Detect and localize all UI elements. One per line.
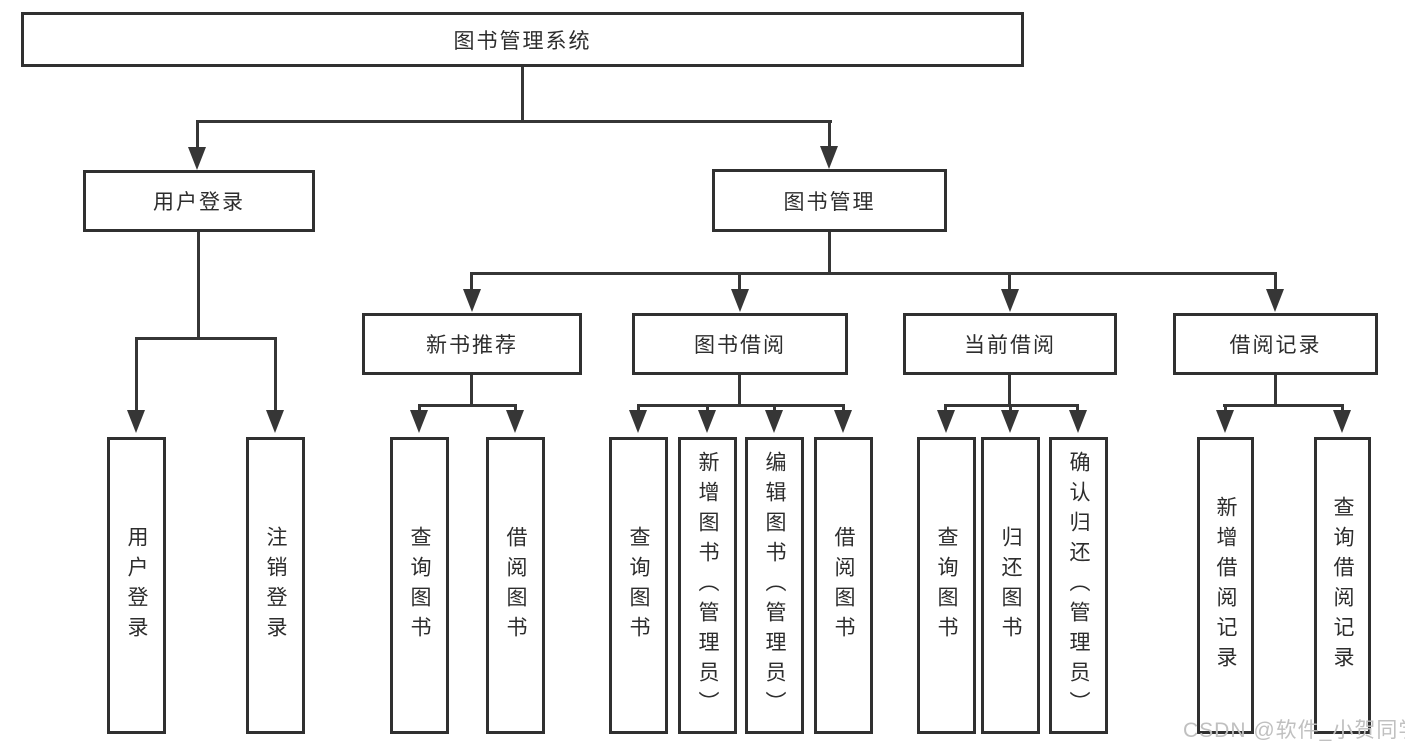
connector-drop-leaf (1224, 407, 1227, 412)
leaf-label: 新增图书（管理员） (696, 450, 719, 721)
leaf-borrow-books-recommend: 借阅图书 (486, 437, 545, 734)
connector-drop-leaf (1076, 407, 1079, 412)
node-label: 图书借阅 (694, 334, 786, 357)
connector-drop-leaf (1009, 407, 1012, 412)
leaf-label: 编辑图书（管理员） (763, 450, 786, 721)
arrow-down-icon (1069, 410, 1087, 433)
node-label: 当前借阅 (964, 334, 1056, 357)
connector-drop-borrow-records (1274, 275, 1277, 289)
connector-drop-user-login (196, 123, 199, 147)
arrow-down-icon (410, 410, 428, 433)
arrow-down-icon (1001, 289, 1019, 312)
node-label: 图书管理 (783, 190, 876, 214)
connector-drop-leaf (944, 407, 947, 412)
connector-root-split (196, 120, 832, 123)
connector-user-login-split (135, 337, 277, 340)
connector-book-borrow-stem (738, 375, 741, 407)
node-book-management: 图书管理 (712, 169, 947, 232)
connector-drop-leaf (274, 340, 277, 410)
arrow-down-icon (765, 410, 783, 433)
leaf-return-books: 归还图书 (981, 437, 1040, 734)
connector-drop-leaf (418, 407, 421, 412)
arrow-down-icon (820, 146, 838, 169)
connector-book-management-stem (828, 232, 831, 272)
leaf-user-login: 用户登录 (107, 437, 166, 734)
leaf-label: 查询借阅记录 (1331, 495, 1354, 676)
leaf-label: 查询图书 (935, 525, 958, 646)
leaf-borrow-books: 借阅图书 (814, 437, 873, 734)
connector-book-management-split (470, 272, 1277, 275)
node-book-borrow: 图书借阅 (632, 313, 848, 375)
connector-drop-current-borrow (1008, 275, 1011, 289)
leaf-label: 确认归还（管理员） (1067, 450, 1090, 721)
leaf-logout-login: 注销登录 (246, 437, 305, 734)
leaf-label: 用户登录 (125, 525, 148, 646)
arrow-down-icon (127, 410, 145, 433)
arrow-down-icon (1001, 410, 1019, 433)
connector-book-borrow-split (637, 404, 845, 407)
arrow-down-icon (266, 410, 284, 433)
connector-new-books-split (418, 404, 517, 407)
connector-current-borrow-split (944, 404, 1079, 407)
connector-drop-leaf (773, 407, 776, 412)
arrow-down-icon (698, 410, 716, 433)
leaf-label: 注销登录 (264, 525, 287, 646)
connector-drop-leaf (135, 340, 138, 410)
arrow-down-icon (1266, 289, 1284, 312)
node-label: 用户登录 (153, 191, 245, 214)
leaf-label: 借阅图书 (832, 525, 855, 646)
leaf-query-books-current: 查询图书 (917, 437, 976, 734)
node-label: 图书管理系统 (453, 29, 592, 53)
connector-borrow-records-split (1223, 404, 1344, 407)
arrow-down-icon (1333, 410, 1351, 433)
leaf-add-borrow-record: 新增借阅记录 (1197, 437, 1254, 734)
arrow-down-icon (731, 289, 749, 312)
watermark: CSDN @软件_小贺同学 (1183, 719, 1405, 742)
leaf-query-books-recommend: 查询图书 (390, 437, 449, 734)
connector-drop-book-management (828, 123, 831, 146)
node-new-book-recommend: 新书推荐 (362, 313, 582, 375)
leaf-query-borrow-record: 查询借阅记录 (1314, 437, 1371, 734)
leaf-add-books-admin: 新增图书（管理员） (678, 437, 737, 734)
node-user-login: 用户登录 (83, 170, 315, 232)
leaf-label: 新增借阅记录 (1214, 495, 1237, 676)
arrow-down-icon (937, 410, 955, 433)
arrow-down-icon (188, 147, 206, 170)
leaf-label: 归还图书 (999, 525, 1022, 646)
leaf-edit-books-admin: 编辑图书（管理员） (745, 437, 804, 734)
leaf-label: 借阅图书 (504, 525, 527, 646)
node-current-borrow: 当前借阅 (903, 313, 1117, 375)
arrow-down-icon (463, 289, 481, 312)
connector-borrow-records-stem (1274, 375, 1277, 407)
node-label: 借阅记录 (1229, 334, 1322, 357)
connector-drop-leaf (706, 407, 709, 412)
connector-user-login-stem (197, 232, 200, 337)
connector-drop-new-books (470, 275, 473, 289)
leaf-confirm-return-admin: 确认归还（管理员） (1049, 437, 1108, 734)
connector-root-stem (521, 67, 524, 120)
connector-drop-leaf (514, 407, 517, 412)
leaf-query-books-borrow: 查询图书 (609, 437, 668, 734)
arrow-down-icon (1216, 410, 1234, 433)
node-label: 新书推荐 (426, 334, 518, 357)
connector-drop-leaf (842, 407, 845, 412)
connector-drop-leaf (1341, 407, 1344, 412)
connector-drop-book-borrow (738, 275, 741, 289)
leaf-label: 查询图书 (627, 525, 650, 646)
arrow-down-icon (834, 410, 852, 433)
connector-new-books-stem (470, 375, 473, 407)
connector-current-borrow-stem (1008, 375, 1011, 407)
leaf-label: 查询图书 (408, 525, 431, 646)
connector-drop-leaf (637, 407, 640, 412)
node-library-management-system: 图书管理系统 (21, 12, 1024, 67)
node-borrow-records: 借阅记录 (1173, 313, 1378, 375)
arrow-down-icon (629, 410, 647, 433)
arrow-down-icon (506, 410, 524, 433)
